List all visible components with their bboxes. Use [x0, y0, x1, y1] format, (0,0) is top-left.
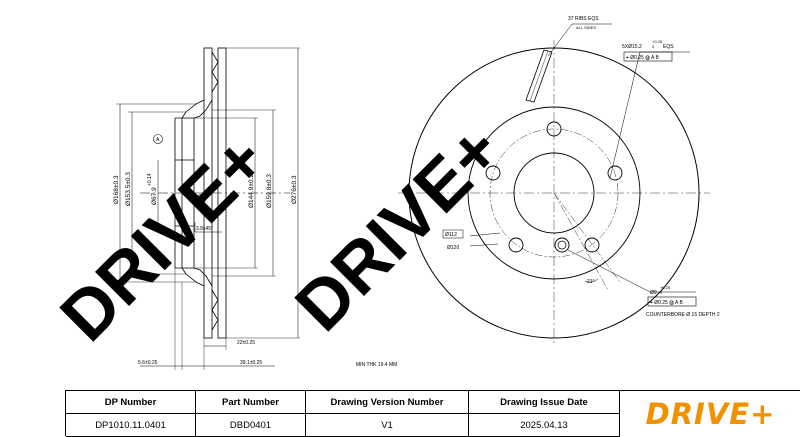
- header-version: Drawing Version Number: [306, 391, 469, 414]
- label-counterbore: COUNTERBORE Ø 15 DEPTH 2: [646, 312, 720, 318]
- watermark-text-right: DRIVE+: [280, 110, 515, 345]
- leader-pcd112: [469, 232, 501, 237]
- label-d159: Ø159.8±0.3: [266, 174, 273, 208]
- bolt-hole-4: [508, 237, 524, 253]
- title-block-header-row: DP Number Part Number Drawing Version Nu…: [66, 391, 800, 414]
- label-t5: 5.6±0.25: [138, 360, 158, 366]
- value-issue-date: 2025.04.13: [469, 414, 620, 437]
- bolt-hole-2: [607, 165, 623, 181]
- header-dp-number: DP Number: [66, 391, 196, 414]
- vent-pattern-bottom: [211, 289, 219, 331]
- pcd112-box: [442, 229, 464, 239]
- label-d153: Ø153.5±0.3: [125, 172, 132, 206]
- front-view: [398, 23, 710, 346]
- label-holes-fcf: ⌖ Ø0.25 Ⓜ A B: [626, 55, 659, 61]
- label-holes-tol2: 0: [652, 44, 655, 49]
- bolt-hole-1: [546, 121, 562, 137]
- side-view-labels: Ø168±0.3 Ø153.5±0.3 Ø67.9 +0.14 Ø144.9±0…: [113, 137, 397, 368]
- leader-pcd120: [469, 243, 499, 247]
- datum-b-circle: [196, 194, 206, 204]
- fcf-small-box: [647, 296, 697, 307]
- label-t39: 39.1±0.25: [240, 360, 262, 366]
- label-small-hole-tol: +0.25: [660, 285, 671, 290]
- label-chamfer: 3.8x45°: [196, 226, 213, 232]
- leader-small-hole: [567, 249, 696, 293]
- label-pcd120: Ø120: [447, 245, 459, 251]
- label-min-thk: MIN THK 19.4 MM: [356, 362, 397, 368]
- label-d168: Ø168±0.3: [113, 175, 120, 204]
- rib-slot-center: [529, 50, 549, 102]
- header-part-number: Part Number: [196, 391, 306, 414]
- watermark-left: DRIVE+: [45, 120, 280, 355]
- drive-logo-text: DRIVE+: [645, 397, 776, 431]
- counterbore-inner: [557, 240, 567, 250]
- vent-pattern-top: [211, 51, 219, 93]
- label-holes: 5XØ15.2: [622, 44, 642, 50]
- value-version: V1: [306, 414, 469, 437]
- leader-holes: [609, 51, 690, 179]
- leader-ribs: [547, 23, 612, 57]
- fcf-holes-box: [623, 51, 673, 62]
- watermark-right: DRIVE+: [280, 110, 515, 345]
- value-dp-number: DP1010.11.0401: [66, 414, 196, 437]
- front-view-labels: 37 RIBS EQS ALL SIDES 5XØ15.2 +0.25 0 EQ…: [445, 16, 720, 318]
- label-holes-eqs: EQS: [663, 44, 674, 50]
- label-d67: Ø67.9: [151, 187, 158, 205]
- header-issue-date: Drawing Issue Date: [469, 391, 620, 414]
- rib-slot: [525, 49, 553, 103]
- label-small-fcf: ⌖ Ø0.25 Ⓜ A B: [650, 300, 683, 306]
- technical-drawing: DRIVE+ DRIVE+: [45, 16, 720, 370]
- label-small-hole-tol2: 0: [660, 290, 663, 295]
- label-d144: Ø144.9±0.2: [248, 174, 255, 208]
- angle-line-a: [553, 192, 609, 291]
- label-holes-tol: +0.25: [652, 39, 663, 44]
- watermark-text-left: DRIVE+: [45, 120, 280, 355]
- bolt-hole-3: [584, 237, 600, 253]
- label-ribs: 37 RIBS EQS: [568, 16, 599, 22]
- label-datum-b: B: [199, 197, 203, 203]
- value-part-number: DBD0401: [196, 414, 306, 437]
- label-datum-a: A: [156, 137, 160, 143]
- angle-arc: [584, 278, 599, 283]
- angle-line-b: [553, 192, 621, 283]
- label-small-hole: Ø9: [650, 290, 657, 296]
- label-d276: Ø276±0.3: [291, 175, 298, 204]
- datum-a-circle: [153, 134, 163, 144]
- side-view: [116, 47, 300, 370]
- bolt-hole-5: [485, 165, 501, 181]
- label-pcd112: Ø112: [445, 232, 457, 238]
- title-block: DP Number Part Number Drawing Version Nu…: [65, 390, 800, 437]
- label-angle: 21°: [587, 279, 595, 285]
- drive-logo: DRIVE+: [620, 391, 800, 437]
- counterbore-outer: [554, 237, 570, 253]
- label-d67-tol: +0.14: [147, 173, 153, 186]
- label-t22: 22±0.25: [237, 340, 255, 346]
- label-ribs-sub: ALL SIDES: [576, 25, 596, 30]
